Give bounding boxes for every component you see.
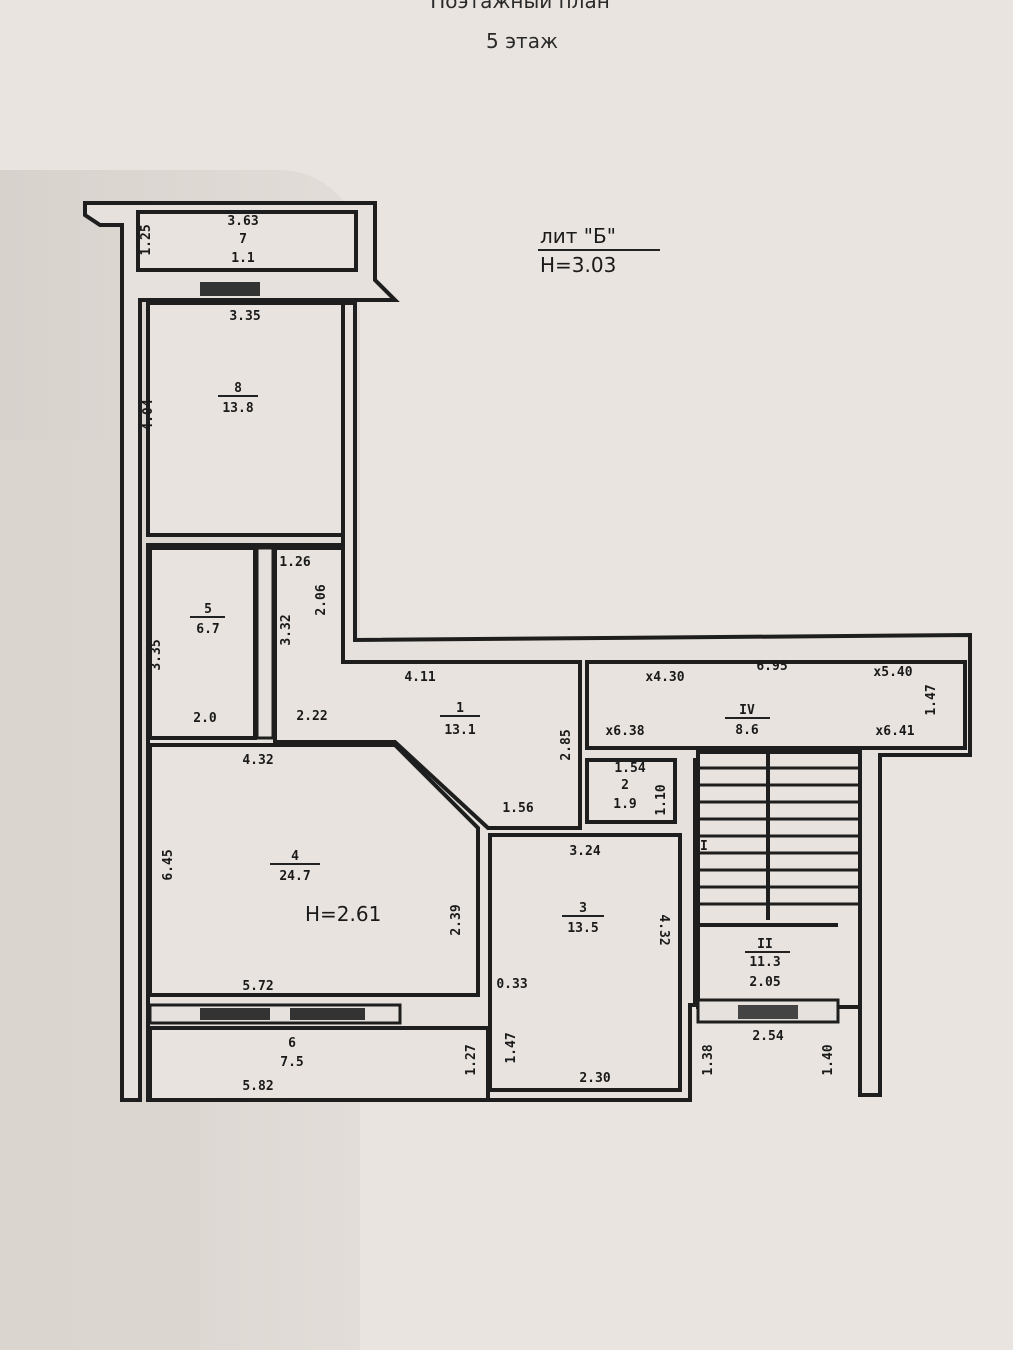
room-2: 1.54 2 1.9 1.10 — [613, 761, 669, 816]
svg-text:1.26: 1.26 — [279, 555, 310, 570]
svg-text:x5.40: x5.40 — [873, 665, 912, 680]
svg-text:2.05: 2.05 — [749, 975, 780, 990]
building-label: лит "Б" H=3.03 — [538, 224, 660, 277]
svg-text:1.56: 1.56 — [502, 801, 533, 816]
svg-text:8.6: 8.6 — [735, 723, 759, 738]
svg-text:3.63: 3.63 — [227, 214, 258, 229]
room-II: II 11.3 2.05 2.54 1.38 1.40 — [701, 937, 836, 1076]
room-5: 5 6.7 3.35 2.0 3.32 — [149, 602, 294, 726]
svg-text:6.45: 6.45 — [161, 849, 176, 880]
svg-text:5: 5 — [204, 602, 212, 617]
floor-label: 5 этаж — [486, 29, 558, 53]
svg-text:3: 3 — [579, 901, 587, 916]
room-6: 6 7.5 5.82 1.27 — [242, 1036, 479, 1094]
svg-text:11.3: 11.3 — [749, 955, 780, 970]
svg-text:3.32: 3.32 — [279, 614, 294, 645]
svg-text:2.39: 2.39 — [449, 904, 464, 935]
svg-text:2.85: 2.85 — [559, 729, 574, 760]
room-4-height: H=2.61 — [305, 902, 381, 926]
svg-text:8: 8 — [234, 381, 242, 396]
svg-text:3.35: 3.35 — [229, 309, 260, 324]
svg-text:2.06: 2.06 — [314, 584, 329, 615]
svg-text:6.7: 6.7 — [196, 622, 219, 637]
svg-text:24.7: 24.7 — [279, 869, 310, 884]
stair-label: I — [700, 839, 708, 854]
svg-text:13.5: 13.5 — [567, 921, 598, 936]
walls — [83, 201, 972, 1102]
svg-text:2: 2 — [621, 778, 629, 793]
staircase: I — [696, 750, 862, 1024]
svg-text:2.54: 2.54 — [752, 1029, 783, 1044]
svg-text:5.82: 5.82 — [242, 1079, 273, 1094]
svg-text:x6.41: x6.41 — [875, 724, 914, 739]
plan-title: Поэтажный план — [430, 0, 610, 13]
svg-text:1.1: 1.1 — [231, 251, 255, 266]
svg-text:4.11: 4.11 — [404, 670, 435, 685]
room-7: 3.63 7 1.1 1.25 — [139, 214, 259, 266]
svg-text:1.47: 1.47 — [504, 1032, 519, 1063]
svg-text:7: 7 — [239, 232, 247, 247]
svg-text:4.04: 4.04 — [141, 399, 156, 430]
svg-text:3.24: 3.24 — [569, 844, 600, 859]
svg-text:x6.38: x6.38 — [605, 724, 644, 739]
svg-text:1.10: 1.10 — [654, 784, 669, 815]
svg-text:7.5: 7.5 — [280, 1055, 303, 1070]
svg-text:4: 4 — [291, 849, 299, 864]
svg-text:1.25: 1.25 — [139, 224, 154, 255]
svg-text:IV: IV — [739, 703, 755, 718]
svg-text:II: II — [757, 937, 773, 952]
svg-text:4.32: 4.32 — [242, 753, 273, 768]
svg-text:13.1: 13.1 — [444, 723, 475, 738]
svg-text:1.40: 1.40 — [821, 1044, 836, 1075]
svg-text:1.54: 1.54 — [614, 761, 645, 776]
svg-text:3.35: 3.35 — [149, 639, 164, 670]
svg-text:1.27: 1.27 — [464, 1044, 479, 1075]
svg-text:1.38: 1.38 — [701, 1044, 716, 1075]
svg-text:6.95: 6.95 — [756, 659, 787, 674]
svg-text:1.9: 1.9 — [613, 797, 636, 812]
svg-text:x4.30: x4.30 — [645, 670, 684, 685]
room-3: 3.24 3 13.5 4.32 0.33 1.47 2.30 — [496, 844, 671, 1086]
room-4: 4.32 6.45 4 24.7 H=2.61 5.72 2.39 1.56 — [161, 753, 534, 994]
svg-text:2.0: 2.0 — [193, 711, 217, 726]
svg-text:6: 6 — [288, 1036, 296, 1051]
svg-text:5.72: 5.72 — [242, 979, 273, 994]
svg-text:4.32: 4.32 — [656, 914, 671, 945]
svg-text:13.8: 13.8 — [222, 401, 253, 416]
room-1-hall: 1.26 2.06 4.11 2.22 1 13.1 2.85 — [279, 555, 574, 761]
svg-text:0.33: 0.33 — [496, 977, 527, 992]
svg-text:2.30: 2.30 — [579, 1071, 610, 1086]
building-height: H=3.03 — [540, 253, 616, 277]
svg-text:1: 1 — [456, 701, 464, 716]
svg-text:2.22: 2.22 — [296, 709, 327, 724]
room-8: 3.35 8 13.8 4.04 — [141, 309, 261, 431]
room-IV: x4.30 6.95 x5.40 x6.38 x6.41 1.47 IV 8.6 — [605, 659, 939, 739]
svg-text:1.47: 1.47 — [924, 684, 939, 715]
building-letter: лит "Б" — [540, 224, 616, 248]
